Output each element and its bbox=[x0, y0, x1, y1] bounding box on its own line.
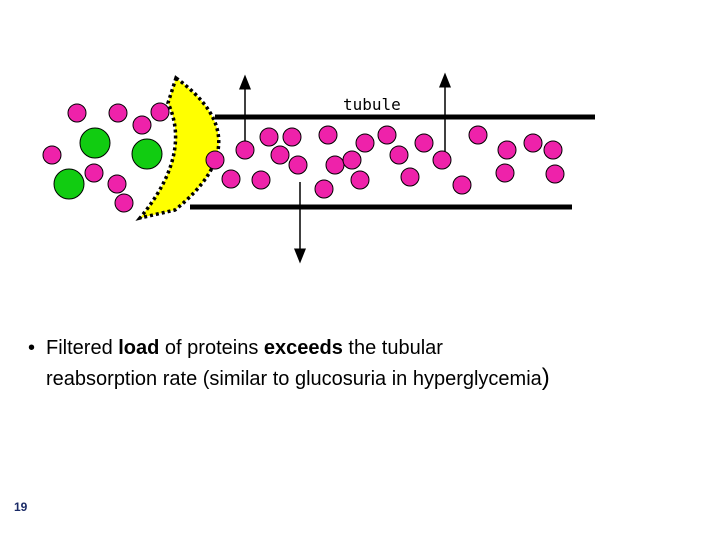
protein-particle bbox=[452, 175, 472, 195]
protein-particle bbox=[205, 150, 225, 170]
caption-emphasis-exceeds: exceeds bbox=[263, 337, 343, 359]
protein-particle bbox=[545, 164, 565, 184]
protein-particle bbox=[84, 163, 104, 183]
protein-particle bbox=[221, 169, 241, 189]
bullet-icon: • bbox=[28, 337, 36, 359]
protein-particle bbox=[251, 170, 271, 190]
glucose-particle bbox=[131, 138, 163, 170]
caption-text: Filtered bbox=[46, 337, 119, 359]
protein-particle bbox=[318, 125, 338, 145]
protein-particle bbox=[132, 115, 152, 135]
protein-particle bbox=[42, 145, 62, 165]
protein-particle bbox=[259, 127, 279, 147]
protein-particle bbox=[497, 140, 517, 160]
protein-particle bbox=[235, 140, 255, 160]
glucose-particle bbox=[53, 168, 85, 200]
particle-group bbox=[42, 102, 565, 213]
caption-text: of proteins bbox=[159, 337, 264, 359]
protein-particle bbox=[325, 155, 345, 175]
protein-particle bbox=[523, 133, 543, 153]
protein-particle bbox=[377, 125, 397, 145]
tubule-diagram: tubule bbox=[42, 72, 595, 264]
caption-close-paren: ) bbox=[541, 364, 550, 391]
protein-particle bbox=[314, 179, 334, 199]
caption-line-2: reabsorption rate (similar to glucosuria… bbox=[28, 363, 708, 394]
glomerulus-crescent bbox=[135, 75, 221, 221]
protein-particle bbox=[150, 102, 170, 122]
protein-particle bbox=[107, 174, 127, 194]
protein-particle bbox=[414, 133, 434, 153]
tubule-label: tubule bbox=[343, 95, 401, 114]
protein-particle bbox=[432, 150, 452, 170]
protein-particle bbox=[114, 193, 134, 213]
protein-particle bbox=[270, 145, 290, 165]
protein-particle bbox=[355, 133, 375, 153]
protein-particle bbox=[350, 170, 370, 190]
caption-emphasis-load: load bbox=[118, 337, 160, 359]
caption-block: • Filtered load of proteins exceeds the t… bbox=[28, 333, 708, 394]
protein-particle bbox=[67, 103, 87, 123]
glucose-particle bbox=[79, 127, 111, 159]
protein-particle bbox=[543, 140, 563, 160]
protein-particle bbox=[288, 155, 308, 175]
caption-text: reabsorption rate (similar to glucosuria… bbox=[46, 368, 542, 390]
slide-number: 19 bbox=[14, 500, 28, 514]
protein-particle bbox=[468, 125, 488, 145]
protein-particle bbox=[108, 103, 128, 123]
protein-particle bbox=[400, 167, 420, 187]
protein-particle bbox=[495, 163, 515, 183]
protein-particle bbox=[342, 150, 362, 170]
protein-particle bbox=[282, 127, 302, 147]
caption-line-1: • Filtered load of proteins exceeds the t… bbox=[28, 333, 708, 363]
protein-particle bbox=[389, 145, 409, 165]
caption-text: the tubular bbox=[342, 337, 443, 359]
